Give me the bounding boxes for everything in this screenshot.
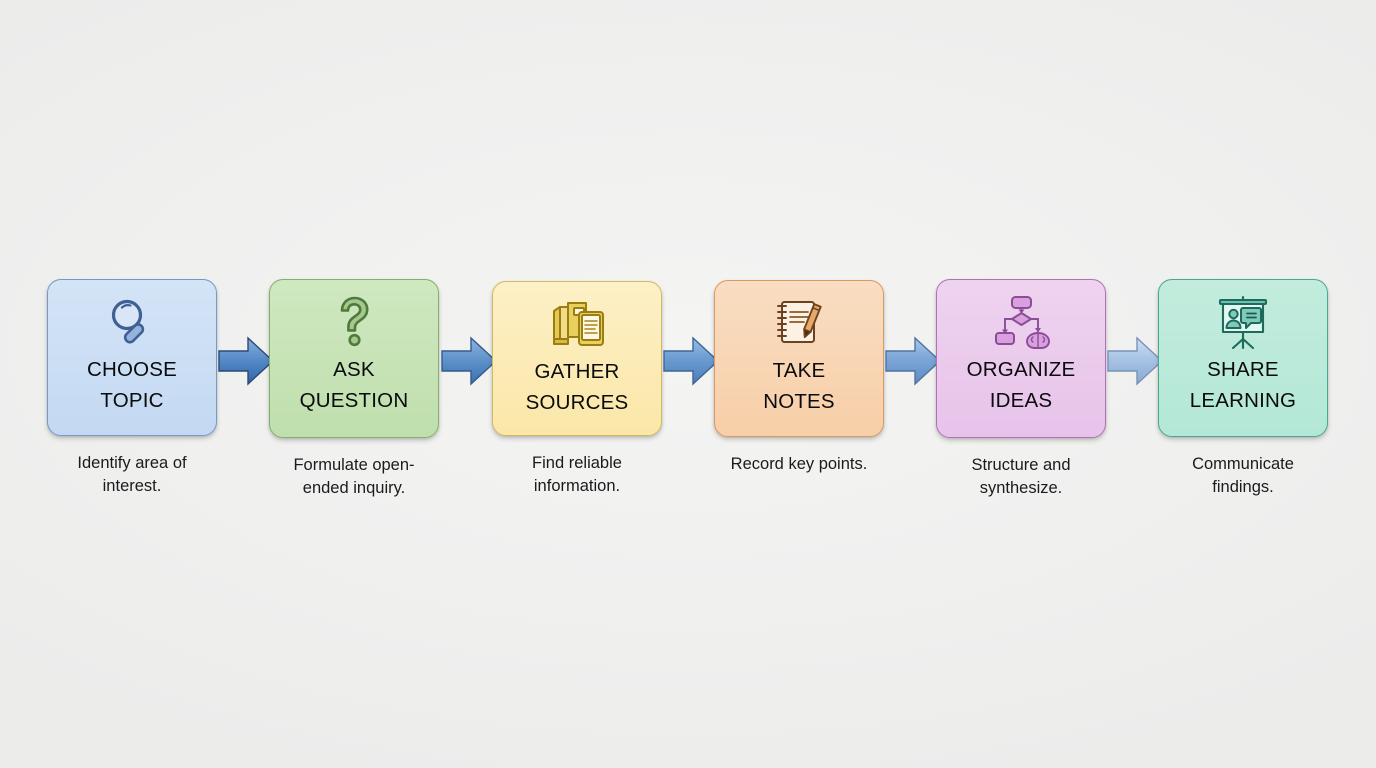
- step-title: ORGANIZE IDEAS: [966, 358, 1076, 412]
- step-title: ASK QUESTION: [299, 358, 409, 412]
- step-title: TAKE NOTES: [763, 359, 835, 413]
- presentation-screen-icon: [1213, 292, 1273, 350]
- step-choose-topic[interactable]: CHOOSE TOPIC Identify area of interest.: [47, 279, 217, 498]
- step-caption: Identify area of interest.: [77, 454, 187, 495]
- step-card-gather-sources[interactable]: GATHER SOURCES: [492, 281, 662, 436]
- step-caption: Record key points.: [730, 455, 868, 473]
- step-card-take-notes[interactable]: TAKE NOTES: [714, 280, 884, 437]
- magnifying-glass-icon: [103, 292, 161, 350]
- flowchart-brain-icon: [990, 292, 1052, 350]
- next-step-arrow-5: [1107, 335, 1164, 387]
- step-caption: Find reliable information.: [532, 454, 622, 495]
- question-mark-icon: [330, 292, 378, 350]
- step-card-organize-ideas[interactable]: ORGANIZE IDEAS: [936, 279, 1106, 438]
- step-ask-question[interactable]: ASK QUESTION Formulate open- ended inqui…: [269, 279, 439, 500]
- books-and-tablet-icon: [546, 294, 608, 352]
- step-share-learning[interactable]: SHARE LEARNING Communicate findings.: [1158, 279, 1328, 499]
- step-caption: Communicate findings.: [1192, 455, 1294, 496]
- step-card-share-learning[interactable]: SHARE LEARNING: [1158, 279, 1328, 437]
- next-step-arrow-1: [218, 335, 275, 387]
- step-gather-sources[interactable]: GATHER SOURCES Find reliable information…: [492, 281, 662, 498]
- next-step-arrow-2: [441, 335, 498, 387]
- step-title: SHARE LEARNING: [1189, 358, 1297, 412]
- step-caption: Formulate open- ended inquiry.: [293, 456, 415, 497]
- step-title: GATHER SOURCES: [525, 360, 629, 414]
- step-take-notes[interactable]: TAKE NOTES Record key points.: [714, 280, 884, 476]
- step-organize-ideas[interactable]: ORGANIZE IDEAS Structure and synthesize.: [936, 279, 1106, 500]
- step-card-ask-question[interactable]: ASK QUESTION: [269, 279, 439, 438]
- next-step-arrow-4: [885, 335, 942, 387]
- notebook-and-pencil-icon: [770, 293, 828, 351]
- step-card-choose-topic[interactable]: CHOOSE TOPIC: [47, 279, 217, 436]
- next-step-arrow-3: [663, 335, 720, 387]
- step-title: CHOOSE TOPIC: [86, 358, 178, 412]
- step-caption: Structure and synthesize.: [971, 456, 1071, 497]
